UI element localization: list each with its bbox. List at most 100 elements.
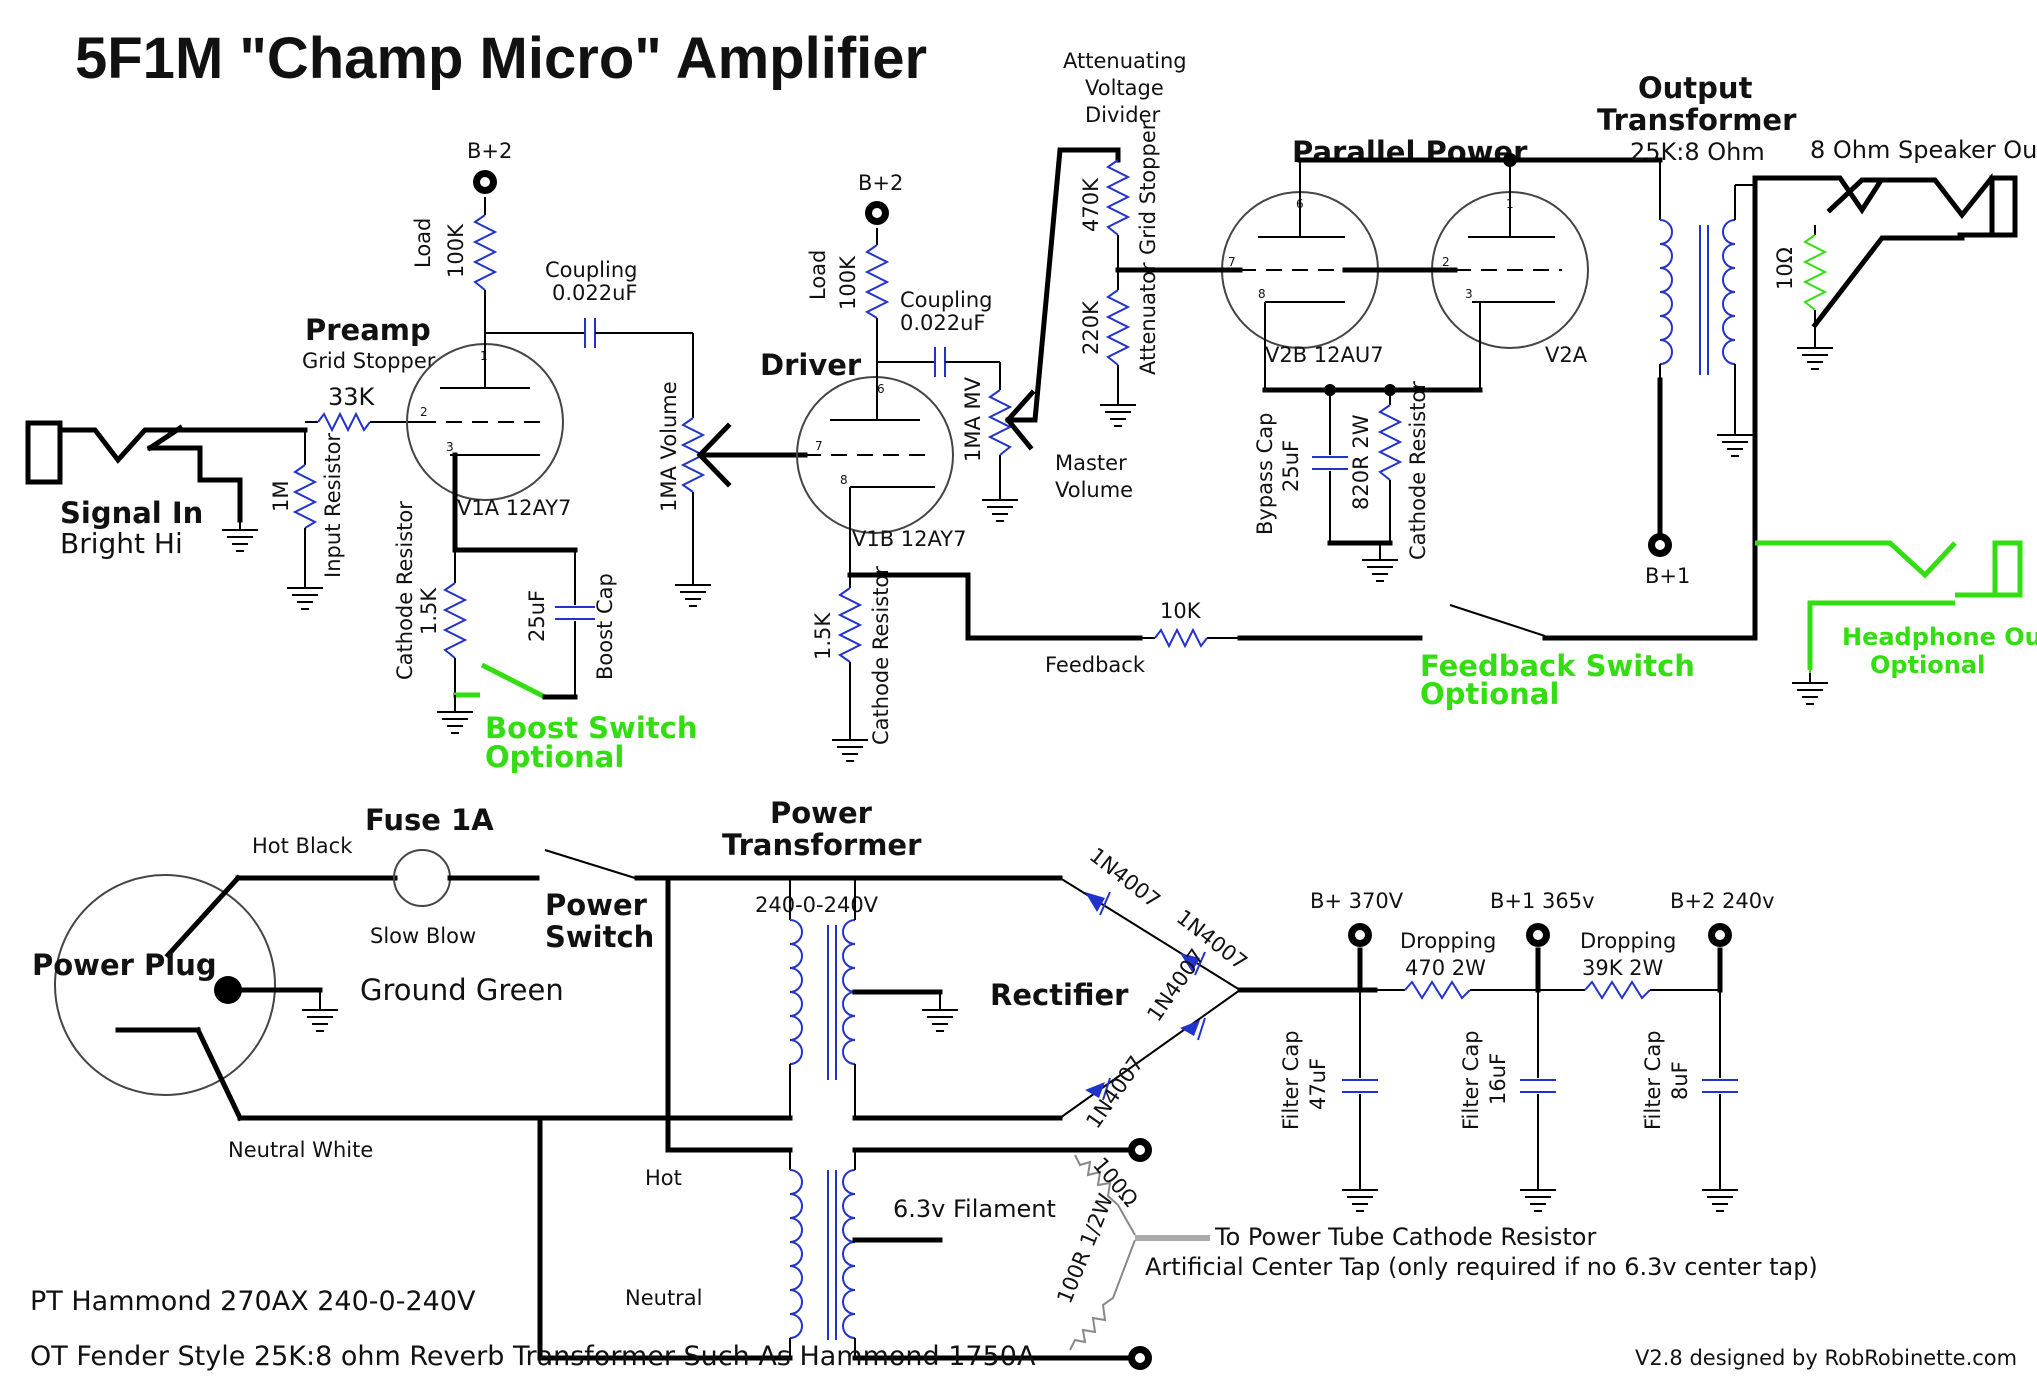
power-cathode-resistor-label: Cathode Resistor bbox=[1406, 381, 1430, 560]
power-switch-label-1: Power bbox=[545, 888, 648, 922]
power-switch-label-2: Switch bbox=[545, 920, 654, 954]
pt-hot-label: Hot bbox=[645, 1166, 682, 1190]
bright-hi-label: Bright Hi bbox=[60, 527, 183, 560]
preamp-tube-label: V1A 12AY7 bbox=[457, 496, 571, 520]
filter-cap-1-label: Filter Cap bbox=[1279, 1030, 1303, 1130]
boost-optional-label: Optional bbox=[485, 740, 624, 774]
driver-coupling-label: Coupling bbox=[900, 288, 992, 312]
preamp-load-label: Load bbox=[411, 218, 435, 268]
power-tube-a-label: V2A bbox=[1545, 343, 1588, 367]
filter-cap-3-label: Filter Cap bbox=[1641, 1030, 1665, 1130]
feedback-switch-label: Feedback Switch bbox=[1420, 649, 1695, 683]
dropping-2-value: 39K 2W bbox=[1582, 956, 1664, 980]
ground-green-label: Ground Green bbox=[360, 973, 564, 1007]
neutral-white-label: Neutral White bbox=[228, 1138, 373, 1162]
divider-label-2: Voltage bbox=[1085, 76, 1164, 100]
preamp-cathode-circuit bbox=[436, 452, 595, 734]
power-cathode-circuit bbox=[1312, 390, 1403, 582]
filter-cap-1-value: 47uF bbox=[1306, 1058, 1330, 1110]
ct-lower-label: 100R 1/2W bbox=[1052, 1190, 1118, 1307]
signal-in-label: Signal In bbox=[60, 496, 203, 530]
preamp-grid-stopper-value: 33K bbox=[328, 383, 376, 411]
divider-lower-value: 220K bbox=[1079, 300, 1103, 355]
driver-label: Driver bbox=[760, 348, 862, 382]
power-tubes bbox=[1115, 153, 1663, 396]
preamp-pin-cathode: 3 bbox=[446, 440, 454, 454]
driver-load-resistor bbox=[864, 228, 890, 420]
filament-label: 6.3v Filament bbox=[893, 1195, 1056, 1223]
input-resistor-label: Input Resistor bbox=[321, 433, 345, 578]
parallel-power-label: Parallel Power bbox=[1292, 135, 1528, 169]
preamp-pin-grid: 2 bbox=[420, 405, 428, 419]
master-volume-label-2: Volume bbox=[1055, 478, 1133, 502]
preamp-label: Preamp bbox=[305, 313, 431, 347]
filter-cap-3-value: 8uF bbox=[1668, 1061, 1692, 1100]
ct-note-1: To Power Tube Cathode Resistor bbox=[1214, 1223, 1596, 1251]
fuse bbox=[393, 849, 540, 907]
output-transformer-ratio: 25K:8 Ohm bbox=[1630, 138, 1765, 166]
power-cathode-resistor-value: 820R 2W bbox=[1349, 414, 1373, 510]
headphone-out-label: Headphone Out bbox=[1842, 623, 2037, 651]
filter-cap-2-value: 16uF bbox=[1486, 1053, 1510, 1105]
speaker-resistor-value: 10Ω bbox=[1773, 247, 1797, 290]
preamp-coupling-cap bbox=[485, 318, 694, 410]
bypass-cap-label: Bypass Cap bbox=[1253, 413, 1277, 535]
b-plus-label: B+ 370V bbox=[1310, 889, 1404, 913]
pt-neutral-label: Neutral bbox=[625, 1286, 703, 1310]
credit-note: V2.8 designed by RobRobinette.com bbox=[1635, 1346, 2017, 1370]
driver-tube-label: V1B 12AY7 bbox=[852, 527, 966, 551]
speaker-out-label: 8 Ohm Speaker Out bbox=[1810, 136, 2037, 164]
output-transformer-label-2: Transformer bbox=[1597, 103, 1797, 137]
input-resistor-value: 1M bbox=[269, 481, 293, 512]
preamp-load-value: 100K bbox=[444, 223, 468, 278]
input-jack bbox=[25, 420, 308, 552]
output-transformer-label-1: Output bbox=[1638, 71, 1753, 105]
preamp-coupling-value: 0.022uF bbox=[552, 281, 638, 305]
driver-pin-grid: 7 bbox=[815, 439, 823, 453]
page-title: 5F1M "Champ Micro" Amplifier bbox=[75, 26, 927, 91]
volume-pot-label: 1MA Volume bbox=[657, 381, 681, 512]
divider-label-3: Divider bbox=[1085, 103, 1161, 127]
power-tube-b-pin-cathode: 8 bbox=[1258, 287, 1266, 301]
feedback-label: Feedback bbox=[1045, 653, 1146, 677]
preamp-cathode-resistor-value: 1.5K bbox=[417, 587, 441, 635]
divider-lower-label: Attenuator bbox=[1136, 262, 1160, 375]
power-tube-a-pin-grid: 2 bbox=[1442, 255, 1450, 269]
pt-primary-label: 240-0-240V bbox=[755, 893, 879, 917]
output-supply-label: B+1 bbox=[1645, 564, 1690, 588]
power-tube-b-pin-plate: 6 bbox=[1296, 197, 1304, 211]
headphone-optional-label: Optional bbox=[1870, 651, 1985, 679]
boost-cap-value: 25uF bbox=[525, 590, 549, 642]
hot-black-label: Hot Black bbox=[252, 834, 353, 858]
power-tube-b-label: V2B 12AU7 bbox=[1265, 343, 1384, 367]
boost-cap-label: Boost Cap bbox=[593, 573, 617, 680]
driver-pin-cathode: 8 bbox=[840, 473, 848, 487]
master-volume-label-1: Master bbox=[1055, 451, 1127, 475]
volume-pot bbox=[674, 410, 808, 607]
preamp-supply-label: B+2 bbox=[467, 139, 512, 163]
rectifier-label: Rectifier bbox=[990, 978, 1129, 1012]
output-transformer bbox=[1657, 160, 1758, 641]
headphone-jack bbox=[1755, 540, 2023, 705]
supply-rail bbox=[1341, 947, 1739, 1212]
power-tube-b-pin-grid: 7 bbox=[1228, 255, 1236, 269]
attenuating-divider bbox=[1099, 159, 1137, 427]
driver-tube bbox=[796, 376, 954, 534]
dropping-1-label: Dropping bbox=[1400, 929, 1496, 953]
fuse-type-label: Slow Blow bbox=[370, 924, 476, 948]
driver-coupling-value: 0.022uF bbox=[900, 311, 986, 335]
preamp-grid-stopper bbox=[305, 411, 420, 433]
dropping-2-label: Dropping bbox=[1580, 929, 1676, 953]
fuse-label: Fuse 1A bbox=[365, 803, 494, 837]
power-tube-a-pin-cathode: 3 bbox=[1465, 287, 1473, 301]
power-transformer bbox=[789, 877, 1143, 1361]
preamp-grid-stopper-label: Grid Stopper bbox=[302, 349, 436, 373]
artificial-center-tap bbox=[1069, 1138, 1210, 1370]
divider-upper-value: 470K bbox=[1079, 177, 1103, 232]
ct-note-2: Artificial Center Tap (only required if … bbox=[1145, 1253, 1818, 1281]
pt-note: PT Hammond 270AX 240-0-240V bbox=[30, 1286, 476, 1317]
preamp-cathode-resistor-label: Cathode Resistor bbox=[393, 501, 417, 680]
rectifier-bridge bbox=[1059, 877, 1378, 1119]
preamp-load-resistor bbox=[472, 197, 498, 388]
